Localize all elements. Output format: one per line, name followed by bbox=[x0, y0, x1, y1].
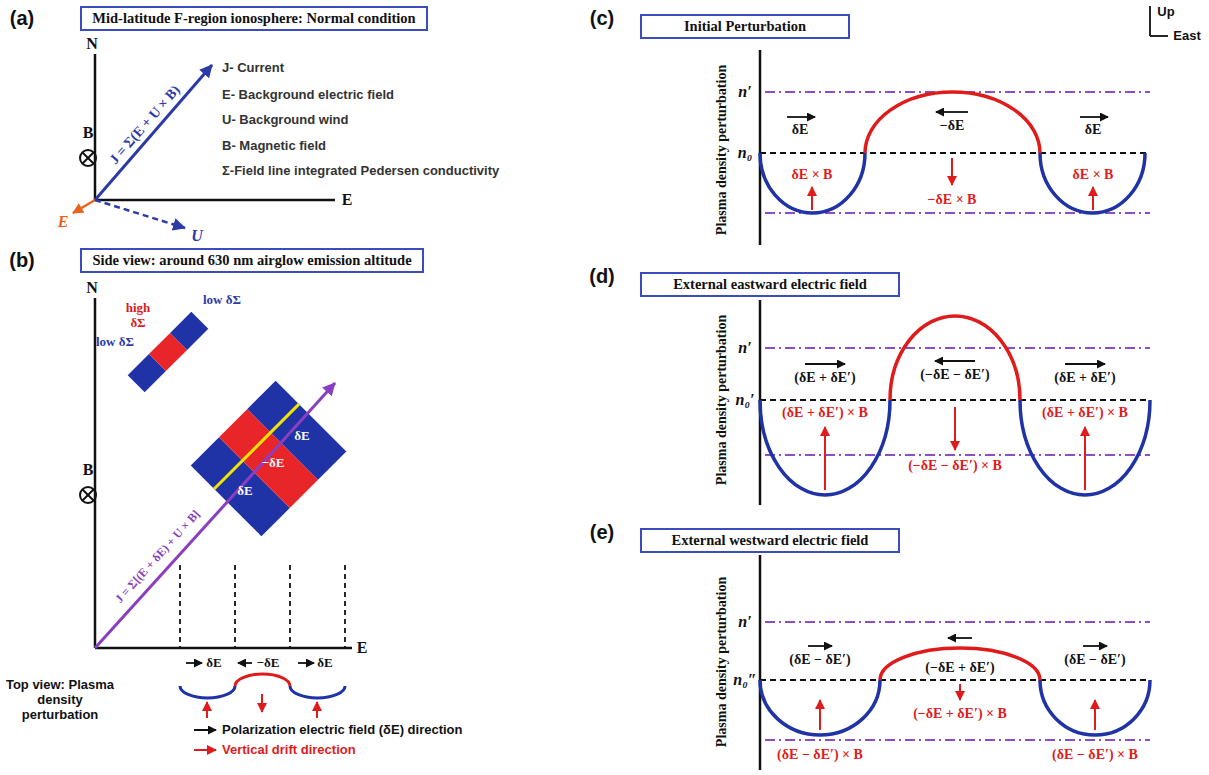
field-label: E bbox=[58, 213, 69, 231]
level-label: n₀′ bbox=[736, 391, 755, 409]
axis-title: Plasma density perturbation bbox=[714, 315, 730, 485]
field-label: (−δE − δE′) bbox=[920, 367, 989, 383]
current-label: J = Σ(E + U × B) bbox=[106, 82, 183, 167]
level-label: n′ bbox=[738, 83, 751, 101]
wind-label: U bbox=[191, 227, 203, 245]
level-label: n₀″ bbox=[733, 671, 756, 689]
panel-title-box: External westward electric field bbox=[640, 528, 900, 553]
note: U- Background wind bbox=[222, 113, 348, 128]
panel-title: Mid-latitude F-region ionosphere: Normal… bbox=[92, 10, 415, 27]
drift-label: −δE × B bbox=[928, 192, 977, 208]
field-label: δE bbox=[317, 656, 332, 671]
field-label: (δE − δE′) bbox=[1064, 652, 1125, 668]
field-label: (δE + δE′) bbox=[794, 370, 855, 386]
level-label: n′ bbox=[738, 613, 751, 631]
axis-label: E bbox=[357, 639, 368, 657]
drift-label: (δE − δE′) × B bbox=[1052, 747, 1138, 763]
panel-title-box: Mid-latitude F-region ionosphere: Normal… bbox=[80, 6, 428, 31]
axis-label: N bbox=[86, 279, 98, 297]
panel-title: External westward electric field bbox=[672, 532, 869, 549]
axis-title: Plasma density perturbation bbox=[714, 65, 730, 235]
panel-title: External eastward electric field bbox=[673, 276, 867, 293]
drift-label: (−δE − δE′) × B bbox=[908, 458, 1002, 474]
axis-label: E bbox=[342, 191, 353, 209]
level-label: n₀ bbox=[738, 144, 752, 162]
panel-title: Initial Perturbation bbox=[684, 18, 806, 35]
direction-label: East bbox=[1173, 29, 1200, 44]
direction-label: Up bbox=[1157, 5, 1174, 20]
drift-label: δE × B bbox=[792, 167, 833, 183]
panel-title-box: Side view: around 630 nm airglow emissio… bbox=[80, 248, 424, 273]
panel-title-box: External eastward electric field bbox=[640, 272, 900, 297]
field-label: δE bbox=[792, 122, 809, 138]
note: Σ-Field line integrated Pedersen conduct… bbox=[222, 164, 499, 179]
conductivity-label: low δΣ bbox=[202, 293, 242, 308]
legend-text: Vertical drift direction bbox=[222, 743, 356, 758]
legend-arrow bbox=[194, 729, 216, 731]
note: E- Background electric field bbox=[222, 88, 394, 103]
conductivity-label: low δΣ bbox=[95, 335, 135, 350]
field-label: −δE bbox=[262, 456, 285, 471]
field-label: −δE bbox=[257, 656, 280, 671]
field-label: δE bbox=[294, 429, 309, 444]
field-label: −δE bbox=[940, 118, 965, 134]
note: B- Magnetic field bbox=[222, 139, 326, 154]
note: Top view: Plasma density perturbation bbox=[4, 678, 116, 723]
conductivity-label: high δΣ bbox=[118, 301, 158, 331]
axis-title: Plasma density perturbation bbox=[714, 577, 730, 747]
level-label: n′ bbox=[738, 339, 751, 357]
panel-letter: (c) bbox=[590, 7, 614, 30]
panel-title: Side view: around 630 nm airglow emissio… bbox=[92, 252, 411, 269]
axis-label: B bbox=[83, 461, 94, 479]
panel-letter: (b) bbox=[9, 249, 35, 272]
drift-label: δE × B bbox=[1073, 167, 1114, 183]
drift-label: (δE − δE′) × B bbox=[777, 747, 863, 763]
field-label: (δE − δE′) bbox=[789, 652, 850, 668]
note: J- Current bbox=[222, 61, 284, 76]
panel-letter: (d) bbox=[589, 265, 615, 288]
field-label: (δE + δE′) bbox=[1054, 370, 1115, 386]
drift-label: (δE + δE′) × B bbox=[782, 405, 868, 421]
panel-title-box: Initial Perturbation bbox=[640, 14, 850, 39]
field-label: δE bbox=[206, 656, 221, 671]
legend-text: Polarization electric field (δE) directi… bbox=[222, 723, 463, 738]
field-label: δE bbox=[237, 484, 252, 499]
legend-arrow bbox=[194, 749, 216, 751]
field-label: δE bbox=[1085, 122, 1102, 138]
current-label: J = Σ[(E + δE) + U × B] bbox=[113, 508, 204, 606]
axis-label: N bbox=[86, 35, 98, 53]
axis-label: B bbox=[83, 124, 94, 142]
drift-label: (δE + δE′) × B bbox=[1042, 405, 1128, 421]
panel-letter: (e) bbox=[590, 521, 614, 544]
panel-letter: (a) bbox=[10, 7, 34, 30]
drift-label: (−δE + δE′) × B bbox=[913, 706, 1007, 722]
field-label: (−δE + δE′) bbox=[925, 660, 994, 676]
